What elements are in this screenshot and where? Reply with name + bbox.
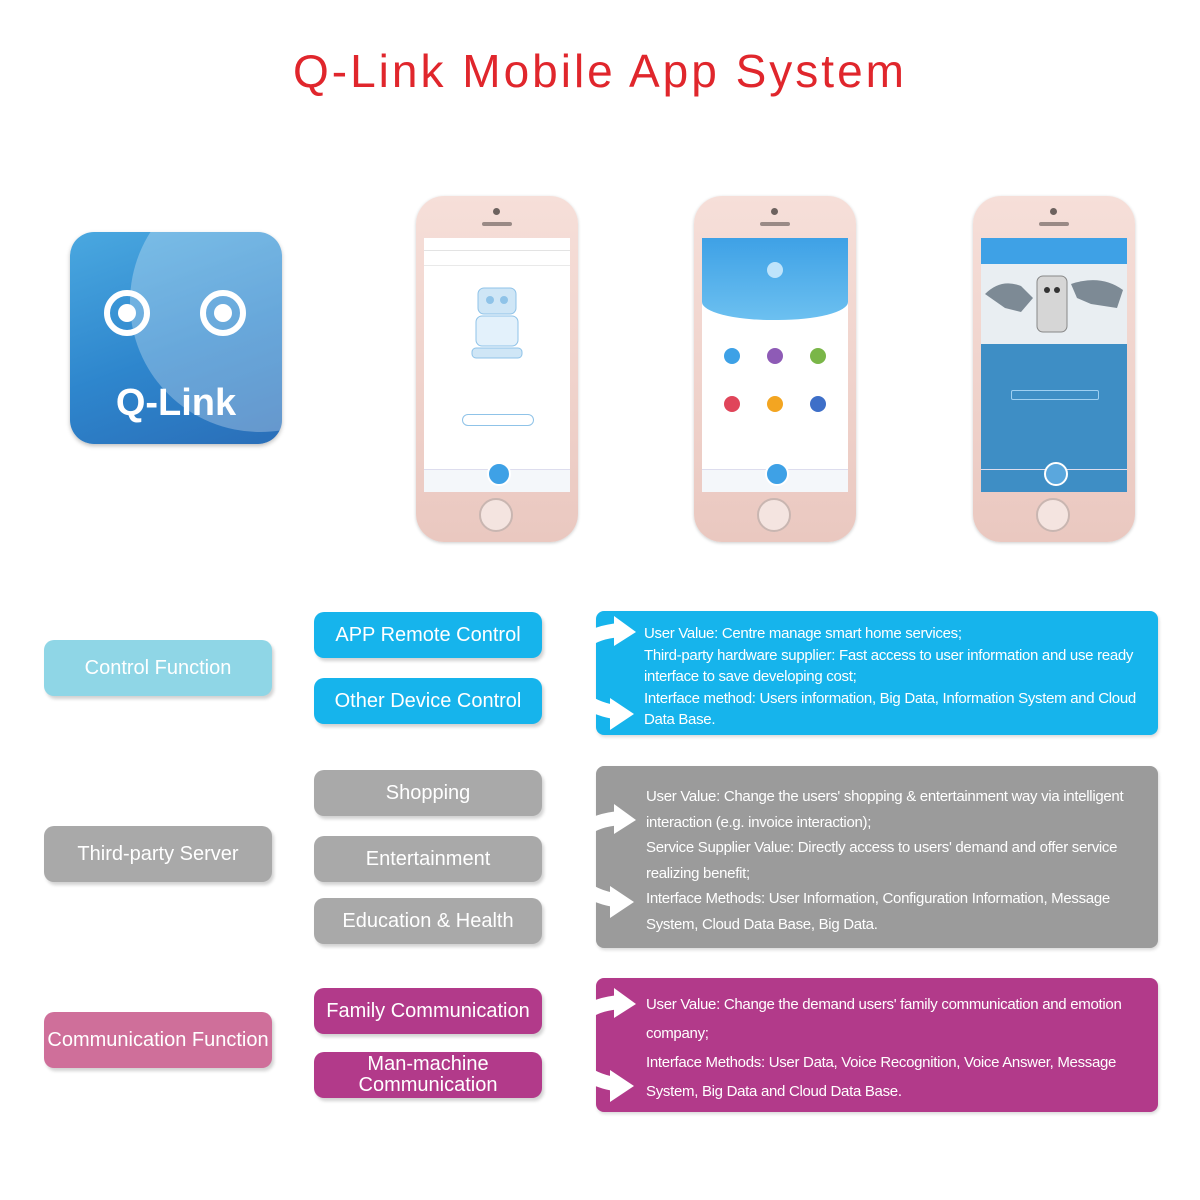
camera-icon xyxy=(771,208,778,215)
description-control-function: User Value: Centre manage smart home ser… xyxy=(596,611,1158,735)
speaker-grill xyxy=(1039,222,1069,226)
cycle-arrow-icon xyxy=(564,988,636,1102)
phone-screen-service xyxy=(981,238,1127,492)
support-app-icon[interactable] xyxy=(767,396,783,412)
description-third-party-server: User Value: Change the users' shopping &… xyxy=(596,766,1158,948)
description-line: Third-party hardware supplier: Fast acce… xyxy=(644,646,1134,686)
right-eye-icon xyxy=(200,290,246,336)
service-panel xyxy=(981,344,1127,470)
cycle-arrow-icon xyxy=(564,804,636,918)
phone-screen-device xyxy=(424,238,570,492)
robot-illustration-icon xyxy=(471,287,523,359)
friends-app-icon[interactable] xyxy=(767,348,783,364)
category-third-party-server: Third-party Server xyxy=(44,826,272,882)
category-communication-function: Communication Function xyxy=(44,1012,272,1068)
cycle-arrow-icon xyxy=(564,616,636,730)
item-education-health: Education & Health xyxy=(314,898,542,944)
description-line: User Value: Change the users' shopping &… xyxy=(646,788,1124,831)
voice-tab-icon[interactable] xyxy=(1044,462,1068,486)
tab-bar xyxy=(981,462,1127,492)
speaker-grill xyxy=(482,222,512,226)
speaker-grill xyxy=(760,222,790,226)
world-map-image xyxy=(981,264,1127,344)
service-button[interactable] xyxy=(1011,390,1099,400)
description-line: Interface Methods: User Information, Con… xyxy=(646,890,1110,933)
phone-mockup-service xyxy=(973,196,1135,542)
home-button[interactable] xyxy=(479,498,513,532)
settings-app-icon[interactable] xyxy=(810,396,826,412)
page-title: Q-Link Mobile App System xyxy=(292,45,907,97)
phone-mockup-device xyxy=(416,196,578,542)
description-line: User Value: Centre manage smart home ser… xyxy=(644,625,962,642)
phone-app-icon[interactable] xyxy=(724,348,740,364)
phone-mockup-home xyxy=(694,196,856,542)
description-line: Service Supplier Value: Directly access … xyxy=(646,839,1118,882)
item-other-device-control: Other Device Control xyxy=(314,678,542,724)
description-line: Interface method: Users information, Big… xyxy=(644,689,1136,729)
category-control-function: Control Function xyxy=(44,640,272,696)
header-hero xyxy=(702,238,848,320)
phone-screen-home xyxy=(702,238,848,492)
description-communication-function: User Value: Change the demand users' fam… xyxy=(596,978,1158,1112)
voice-tab-icon[interactable] xyxy=(487,462,511,486)
mic-icon xyxy=(767,262,783,278)
item-family-communication: Family Communication xyxy=(314,988,542,1034)
connect-button[interactable] xyxy=(462,414,534,426)
tab-bar xyxy=(424,462,570,492)
left-eye-icon xyxy=(104,290,150,336)
home-button[interactable] xyxy=(1036,498,1070,532)
home-button[interactable] xyxy=(757,498,791,532)
item-app-remote-control: APP Remote Control xyxy=(314,612,542,658)
camera-icon xyxy=(1050,208,1057,215)
item-man-machine-communication: Man-machine Communication xyxy=(314,1052,542,1098)
app-icon-label: Q-Link xyxy=(115,382,237,424)
camera-app-icon[interactable] xyxy=(724,396,740,412)
description-line: User Value: Change the demand users' fam… xyxy=(646,996,1122,1042)
q-link-app-icon[interactable]: Q-Link xyxy=(70,232,282,444)
voice-tab-icon[interactable] xyxy=(765,462,789,486)
description-line: Interface Methods: User Data, Voice Reco… xyxy=(646,1054,1117,1100)
camera-icon xyxy=(493,208,500,215)
reminder-app-icon[interactable] xyxy=(810,348,826,364)
item-entertainment: Entertainment xyxy=(314,836,542,882)
tab-bar xyxy=(702,462,848,492)
item-shopping: Shopping xyxy=(314,770,542,816)
